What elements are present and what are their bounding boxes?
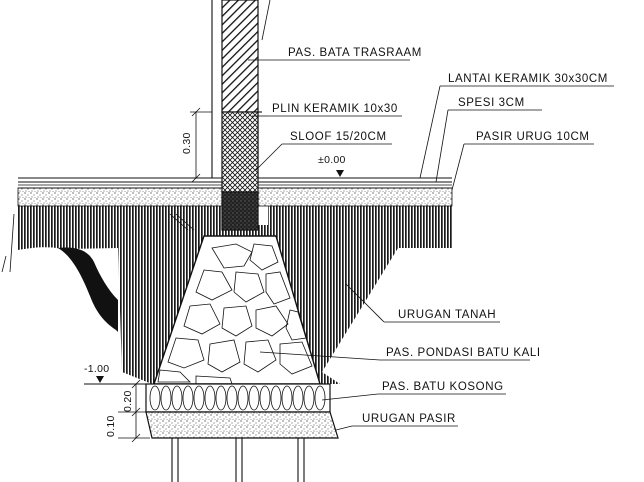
level-bottom-marker: -1.00	[84, 363, 146, 385]
label-sand-fill: PASIR URUG 10CM	[476, 131, 590, 143]
dim-sand-bed-text: 0.10	[105, 415, 117, 437]
label-sand-bed: URUGAN PASIR	[362, 413, 456, 425]
dim-dry-stone-text: 0.20	[122, 390, 134, 412]
label-dry-stone: PAS. BATU KOSONG	[382, 381, 504, 393]
dim-sloof-height-text: 0.30	[181, 132, 193, 154]
dim-sloof-height: 0.30	[181, 107, 212, 183]
label-mortar: SPESI 3CM	[458, 97, 525, 109]
sand-fill-layer-right	[257, 187, 453, 207]
wall-base-crosshatch	[221, 111, 259, 193]
label-sloof: SLOOF 15/20CM	[290, 131, 387, 143]
sloof-beam	[221, 191, 259, 231]
floor-tile-layers	[18, 177, 452, 189]
label-brick-wall: PAS. BATA TRASRAAM	[288, 47, 422, 59]
cut-edge-dark	[58, 247, 118, 332]
lower-vertical-lines	[171, 438, 305, 482]
label-stone-foundation: PAS. PONDASI BATU KALI	[386, 347, 541, 359]
level-floor-text: ±0.00	[318, 154, 346, 166]
level-floor-marker: ±0.00	[318, 154, 346, 177]
sand-bed	[145, 411, 339, 439]
label-plinth: PLIN KERAMIK 10x30	[272, 103, 398, 115]
level-bottom-text: -1.00	[84, 363, 109, 375]
label-floor-tile: LANTAI KERAMIK 30x30CM	[448, 73, 608, 85]
dim-foundation-base: 0.20 0.10	[105, 379, 150, 443]
brick-wall	[221, 0, 259, 113]
dry-stone-course	[145, 383, 331, 413]
label-soil-fill: URUGAN TANAH	[398, 309, 496, 321]
sand-fill-layer-left	[17, 187, 223, 207]
leader-lines	[248, 59, 614, 431]
